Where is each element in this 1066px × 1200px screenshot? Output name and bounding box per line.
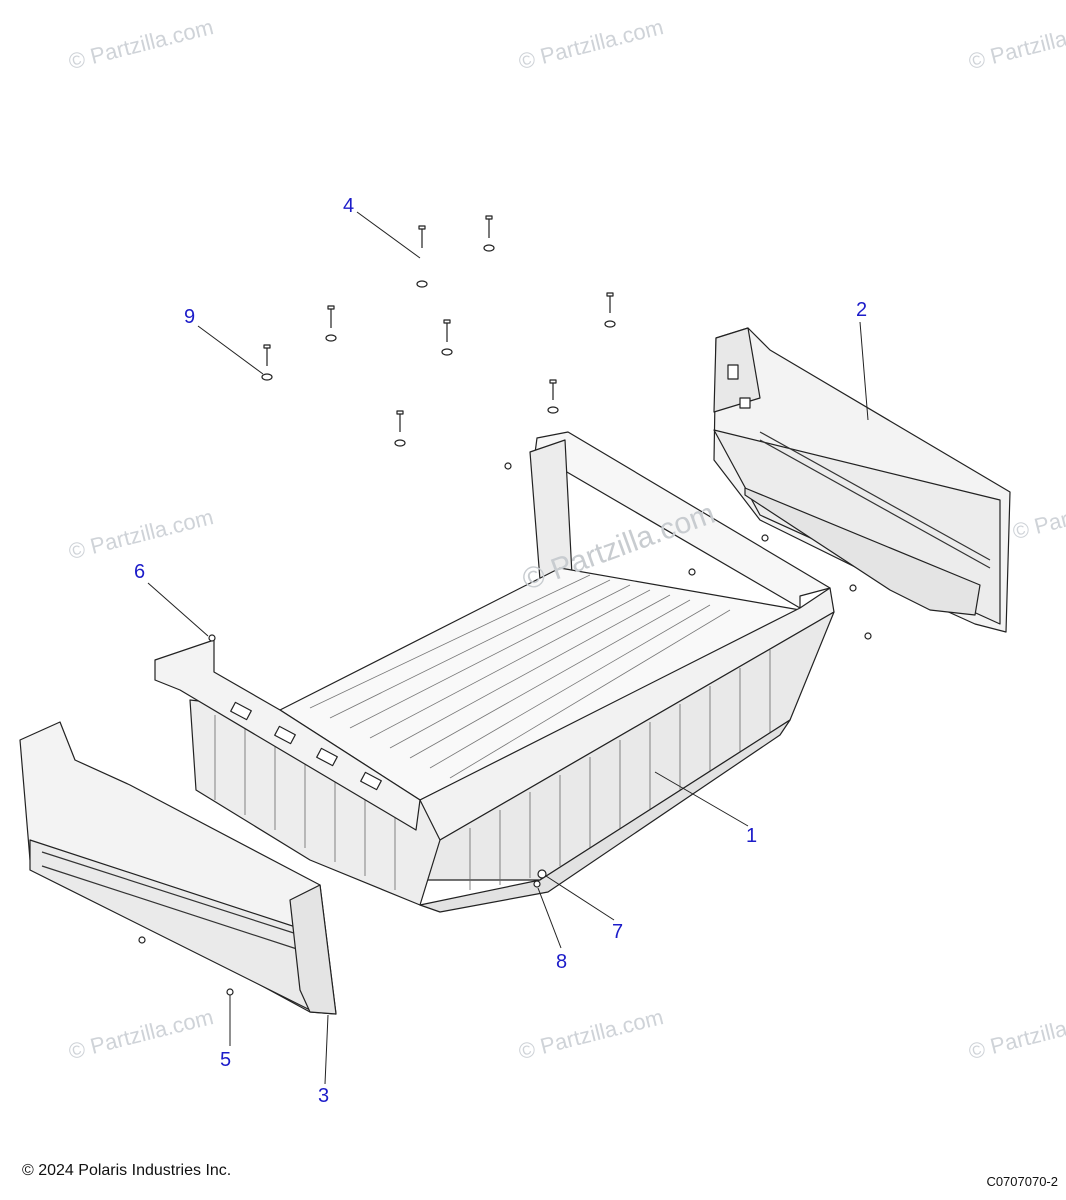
callout-4: 4 <box>343 195 355 217</box>
copyright-text: © 2024 Polaris Industries Inc. <box>22 1162 232 1179</box>
fastener-bolts <box>138 215 872 996</box>
callout-5: 5 <box>220 1049 232 1071</box>
callout-7: 7 <box>612 921 624 943</box>
callout-1: 1 <box>746 825 758 847</box>
callout-8: 8 <box>556 951 568 973</box>
diagram-code: C0707070-2 <box>986 1174 1058 1189</box>
callout-2: 2 <box>856 299 868 321</box>
callout-9: 9 <box>184 306 196 328</box>
callout-6: 6 <box>134 561 146 583</box>
right-side-panel <box>713 327 1011 633</box>
leader-lines <box>147 211 869 1085</box>
cargo-box <box>154 431 835 913</box>
left-side-panel <box>19 721 337 1015</box>
callout-3: 3 <box>318 1085 330 1107</box>
